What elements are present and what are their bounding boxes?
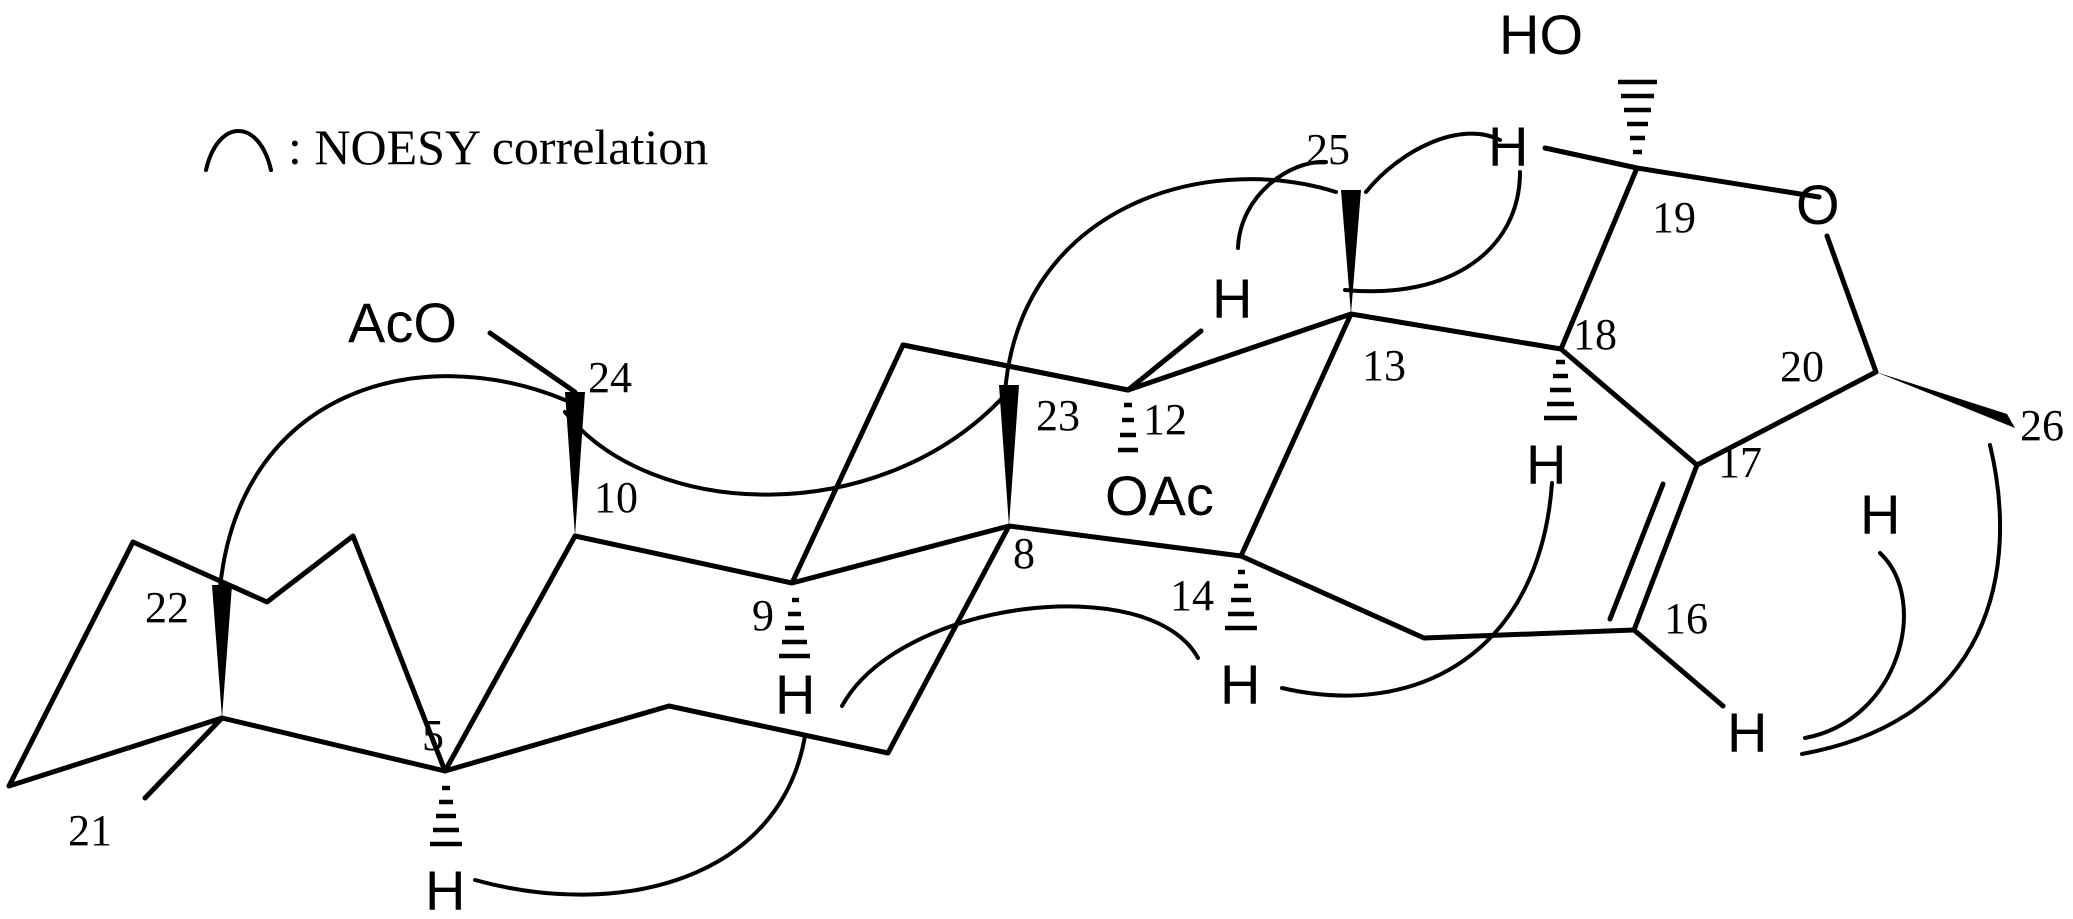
noesy-arcs xyxy=(218,131,2003,897)
legend-label: : NOESY correlation xyxy=(288,119,708,175)
ring-a xyxy=(6,533,448,789)
ring-d xyxy=(1238,311,1700,641)
atom-h16: H xyxy=(1727,701,1767,764)
noe-h9-h14 xyxy=(840,604,1200,708)
noe-h12-h19 xyxy=(1236,159,1328,250)
num-22: 22 xyxy=(145,583,189,632)
num-8: 8 xyxy=(1013,529,1035,578)
atom-o-ring: O xyxy=(1796,173,1840,236)
hash-14-h xyxy=(1225,569,1257,631)
num-20: 20 xyxy=(1780,342,1824,391)
num-24: 24 xyxy=(588,353,632,402)
hash-5-h xyxy=(430,785,462,847)
ring-b xyxy=(442,523,1012,774)
num-9: 9 xyxy=(752,591,774,640)
noe-23-25 xyxy=(1003,177,1338,394)
hash-18-h xyxy=(1544,359,1577,421)
ring-skeleton xyxy=(6,145,1879,801)
double-bond-16-17 xyxy=(1607,481,1666,622)
bond-16-h xyxy=(1631,627,1726,709)
atom-h12: H xyxy=(1212,267,1252,330)
wedge-bonds xyxy=(212,190,2015,718)
bond-12-h xyxy=(1125,328,1204,393)
num-13: 13 xyxy=(1362,341,1406,390)
num-17: 17 xyxy=(1718,438,1762,487)
hash-9-h xyxy=(779,597,810,659)
ring-c xyxy=(789,311,1354,586)
atom-labels: HO O AcO OAc H H H H H H H H xyxy=(348,3,1900,919)
wedge-13-25 xyxy=(1341,190,1361,314)
noe-h5-h9 xyxy=(473,734,807,897)
num-12: 12 xyxy=(1143,395,1187,444)
atom-h14: H xyxy=(1220,653,1260,716)
num-26: 26 xyxy=(2020,401,2064,450)
num-10: 10 xyxy=(594,473,638,522)
hash-19-oh xyxy=(1618,79,1657,155)
num-18: 18 xyxy=(1573,310,1617,359)
hash-12-oac xyxy=(1118,402,1138,453)
atom-oac: OAc xyxy=(1105,464,1214,527)
num-16: 16 xyxy=(1664,594,1708,643)
num-25: 25 xyxy=(1306,125,1350,174)
atom-aco: AcO xyxy=(348,291,457,354)
num-5: 5 xyxy=(422,711,444,760)
noe-25-h19 xyxy=(1364,131,1502,194)
noe-26-h16 xyxy=(1800,443,2003,756)
bond-24-aco xyxy=(487,330,578,395)
noe-24-23 xyxy=(563,393,1007,497)
atom-h18: H xyxy=(1526,433,1566,496)
ring-c-top xyxy=(900,342,1131,393)
num-23: 23 xyxy=(1036,391,1080,440)
wedge-8-23 xyxy=(999,385,1019,526)
wedge-3-22 xyxy=(212,585,232,718)
bond-19-h xyxy=(1542,145,1640,171)
num-21: 21 xyxy=(68,806,112,855)
num-19: 19 xyxy=(1652,193,1696,242)
atom-ho: HO xyxy=(1499,3,1583,66)
wedge-20-26 xyxy=(1876,372,2015,428)
atom-h9: H xyxy=(775,663,815,726)
num-14: 14 xyxy=(1170,571,1214,620)
atom-h20: H xyxy=(1860,483,1900,546)
atom-h19: H xyxy=(1488,115,1528,178)
noe-h13-h19 xyxy=(1343,170,1522,294)
legend-arc-icon xyxy=(204,129,273,172)
carbon-numbers: 5 8 9 10 12 13 14 16 17 18 19 20 21 22 2… xyxy=(68,125,2064,855)
noe-h14-h18 xyxy=(1280,481,1554,698)
atom-h5: H xyxy=(425,859,465,919)
hashed-bonds xyxy=(430,79,1657,847)
noe-22-24 xyxy=(218,374,567,590)
noe-h20-h16 xyxy=(1803,551,1906,740)
bond-22-21 xyxy=(142,715,225,801)
